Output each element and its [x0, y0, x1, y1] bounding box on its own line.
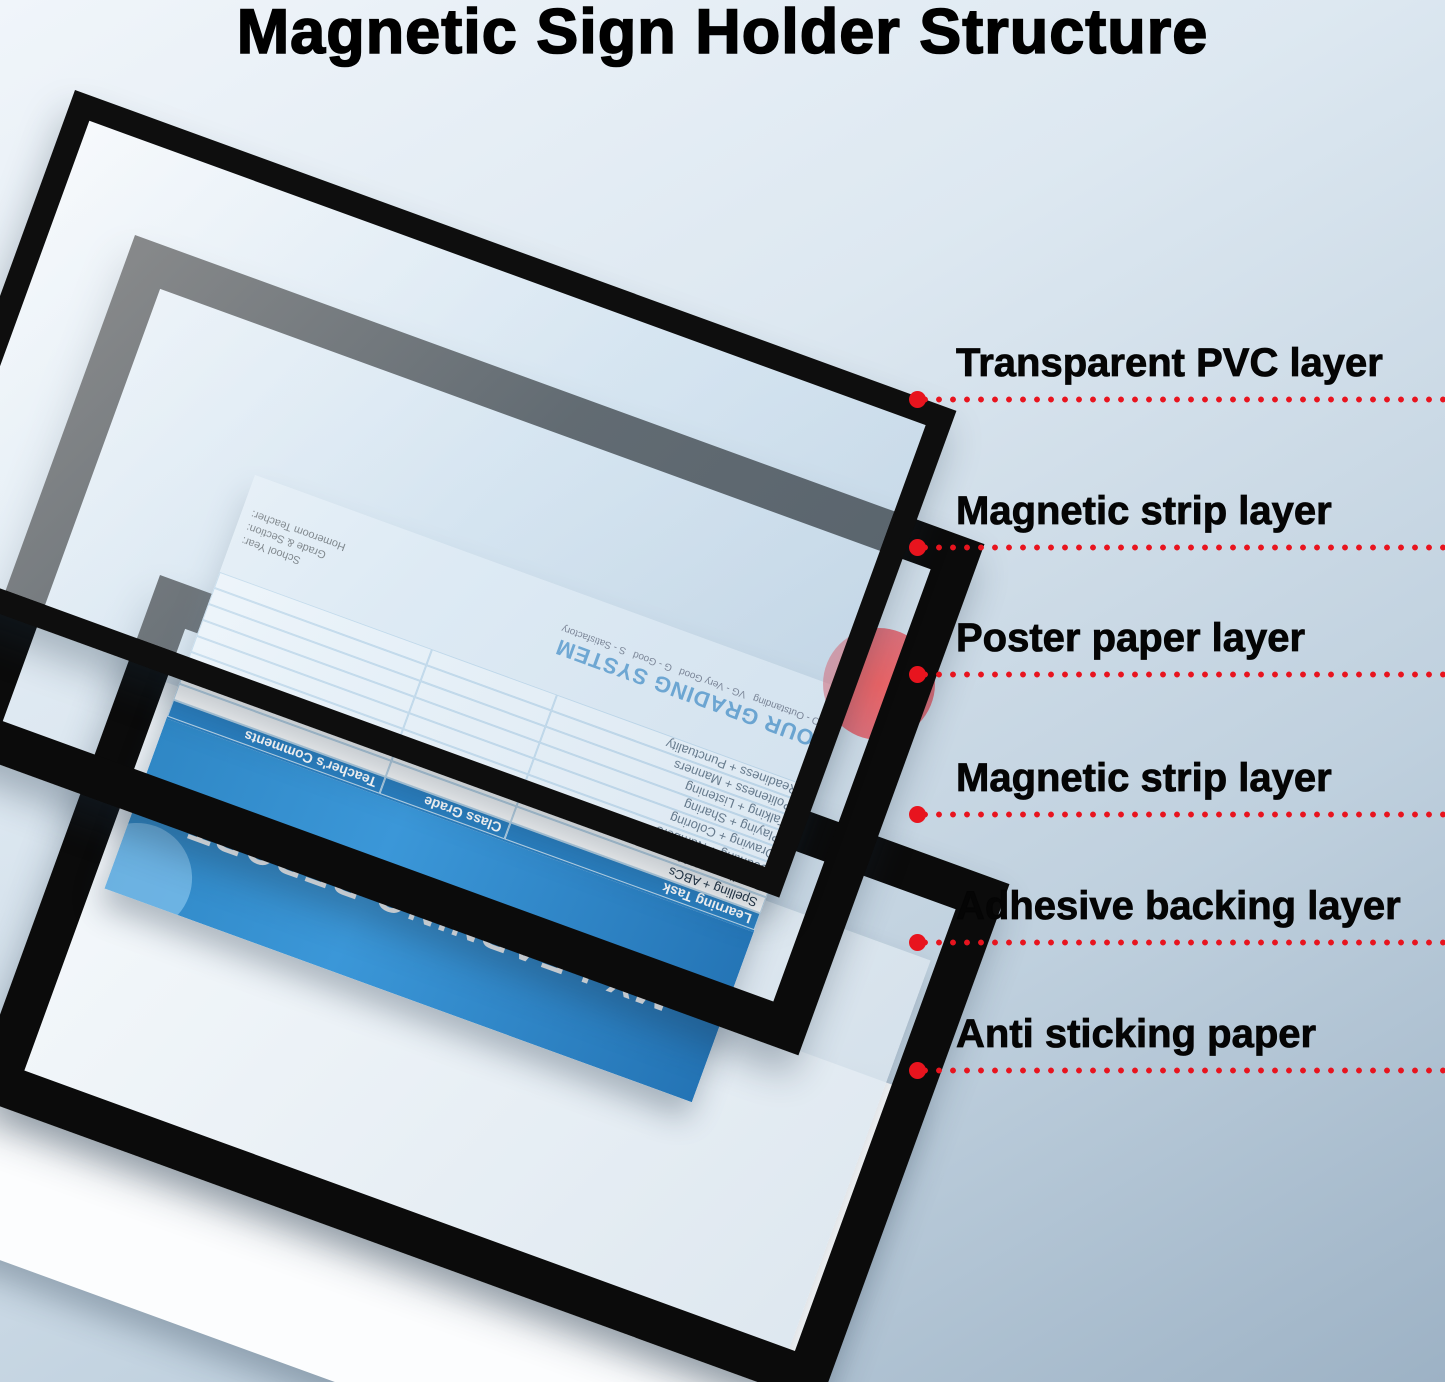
red-dot-icon: [909, 806, 926, 823]
leader-line: [909, 539, 1445, 556]
leader-line: [909, 806, 1445, 823]
callout-poster-paper: Poster paper layer: [909, 616, 1445, 683]
callout-label: Poster paper layer: [956, 616, 1306, 661]
red-dot-icon: [909, 391, 926, 408]
red-dot-icon: [909, 1062, 926, 1079]
callout-label: Magnetic strip layer: [956, 756, 1332, 801]
red-dot-icon: [909, 539, 926, 556]
red-dot-icon: [909, 666, 926, 683]
callout-label: Anti sticking paper: [956, 1012, 1317, 1057]
callout-anti-sticking: Anti sticking paper: [909, 1012, 1445, 1079]
leader-line: [909, 1062, 1445, 1079]
callout-transparent-pvc: Transparent PVC layer: [909, 341, 1445, 408]
callout-label: Magnetic strip layer: [956, 489, 1332, 534]
callout-label: Adhesive backing layer: [956, 884, 1401, 929]
callout-adhesive-backing: Adhesive backing layer: [909, 884, 1445, 951]
leader-line: [909, 391, 1445, 408]
leader-line: [909, 666, 1445, 683]
page-title: Magnetic Sign Holder Structure: [236, 0, 1209, 68]
callout-magnetic-strip-top: Magnetic strip layer: [909, 489, 1445, 556]
leader-line: [909, 934, 1445, 951]
callout-label: Transparent PVC layer: [956, 341, 1384, 386]
red-dot-icon: [909, 934, 926, 951]
callout-magnetic-strip-bottom: Magnetic strip layer: [909, 756, 1445, 823]
